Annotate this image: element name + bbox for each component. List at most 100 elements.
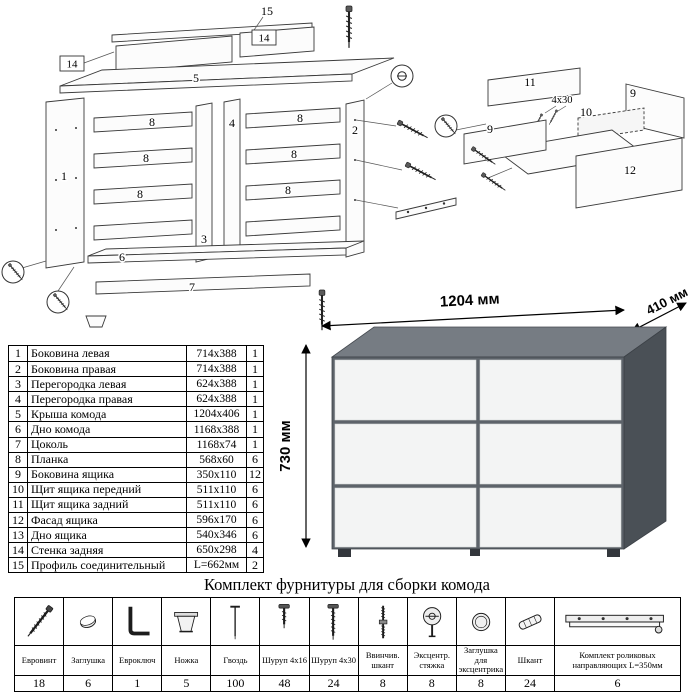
screw-4x16-icon <box>260 598 308 645</box>
part-label-4: 4 <box>229 116 235 130</box>
plank-panel <box>93 183 193 205</box>
drawer-front <box>479 487 622 548</box>
cam-cap-icon <box>457 598 505 645</box>
part-number: 1 <box>15 346 21 361</box>
leader-lines <box>21 82 403 292</box>
part-qty: 6 <box>246 528 263 543</box>
part-qty: 4 <box>246 543 263 558</box>
top-panel-edge <box>59 73 353 94</box>
part-size: 624х388 <box>186 392 246 407</box>
plank-panel <box>93 147 193 169</box>
part-size: L=662мм <box>186 558 246 573</box>
hardware-item-name: Шкант <box>505 645 555 675</box>
drawer-front <box>334 487 477 548</box>
left-side-panel <box>45 97 85 269</box>
hardware-item-name: Заглушка для эксцентрика <box>456 644 505 675</box>
plank-panel <box>93 111 193 133</box>
height-dimension-label: 730 мм <box>277 420 294 471</box>
drawer-facade-panel <box>575 137 683 209</box>
part-qty: 1 <box>246 437 263 452</box>
drawer-front <box>479 423 622 485</box>
part-name: Крыша комода <box>27 407 186 422</box>
part-qty: 1 <box>246 377 263 392</box>
hardware-item-name: Шуруп 4х30 <box>309 645 358 675</box>
part-qty: 6 <box>246 452 263 467</box>
part-name: Дно ящика <box>27 528 186 543</box>
part-size: 1168х74 <box>186 437 246 452</box>
screw-icon <box>344 4 354 49</box>
hardware-item-name: Гвоздь <box>211 645 260 675</box>
screw-in-dowel-icon <box>359 598 407 645</box>
part-size: 596х170 <box>186 513 246 528</box>
part-name: Стенка задняя <box>27 543 186 558</box>
part-label-8: 8 <box>143 151 149 165</box>
product-render: 1204 мм 410 мм 730 мм <box>277 284 690 557</box>
confirmat-screw-icon <box>15 598 63 645</box>
part-name: Щит ящика передний <box>27 482 186 497</box>
hardware-item-qty: 8 <box>456 675 505 691</box>
part-qty: 1 <box>246 346 263 362</box>
exploded-view-diagram: 15 14 14 5 1 3 4 8 8 8 <box>1 3 457 332</box>
dresser-side-face <box>623 326 667 550</box>
part-name: Дно комода <box>27 422 186 437</box>
hardware-kit-title: Комплект фурнитуры для сборки комода <box>203 575 490 594</box>
part-label-10: 10 <box>580 105 592 119</box>
part-label-15: 15 <box>261 4 273 18</box>
hardware-item-name: Ножка <box>162 645 211 675</box>
furniture-leg <box>85 315 107 328</box>
hardware-item-qty: 5 <box>162 675 211 691</box>
drawer-front <box>479 359 622 421</box>
part-number: 15 <box>12 558 24 572</box>
part-number: 2 <box>15 362 21 376</box>
dresser-leg <box>470 549 480 556</box>
hardware-item-name: Евровинт <box>15 645 64 675</box>
part-label-2: 2 <box>352 123 358 137</box>
right-side-panel <box>345 99 365 258</box>
hardware-item-name: Ввинчив. шкант <box>358 645 407 675</box>
part-size: 350х110 <box>186 467 246 482</box>
dresser-legs <box>338 549 620 557</box>
part-number: 8 <box>15 452 21 467</box>
part-size: 624х388 <box>186 377 246 392</box>
part-label-1: 1 <box>61 169 67 183</box>
part-label-8: 8 <box>285 183 291 197</box>
part-number: 5 <box>15 407 21 421</box>
plinth-panel <box>95 273 311 295</box>
hardware-item-name: Эксцентр. стяжка <box>407 645 456 675</box>
part-qty: 6 <box>246 482 263 497</box>
part-label-box <box>59 55 85 72</box>
part-label-9: 9 <box>487 122 493 136</box>
part-name: Планка <box>27 452 186 467</box>
drawer-back-shield-panel <box>487 67 581 107</box>
part-label-9: 9 <box>630 86 636 100</box>
part-size: 511х110 <box>186 482 246 497</box>
part-size: 511х110 <box>186 497 246 513</box>
depth-dimension-arrow <box>631 302 687 332</box>
part-label-3: 3 <box>201 232 207 246</box>
cap-icon <box>64 598 112 645</box>
plank-panel <box>245 215 341 237</box>
part-number: 7 <box>15 437 21 452</box>
bottom-panel-edge <box>87 247 347 264</box>
roller-guides-icon <box>555 598 680 645</box>
hardware-item-qty: 100 <box>211 675 260 691</box>
part-label-8: 8 <box>149 115 155 129</box>
hardware-item-qty: 24 <box>309 675 358 691</box>
nail-icon <box>211 598 259 645</box>
dresser-leg <box>607 549 620 557</box>
part-size: 714х388 <box>186 362 246 377</box>
hardware-item-name: Евроключ <box>113 645 162 675</box>
